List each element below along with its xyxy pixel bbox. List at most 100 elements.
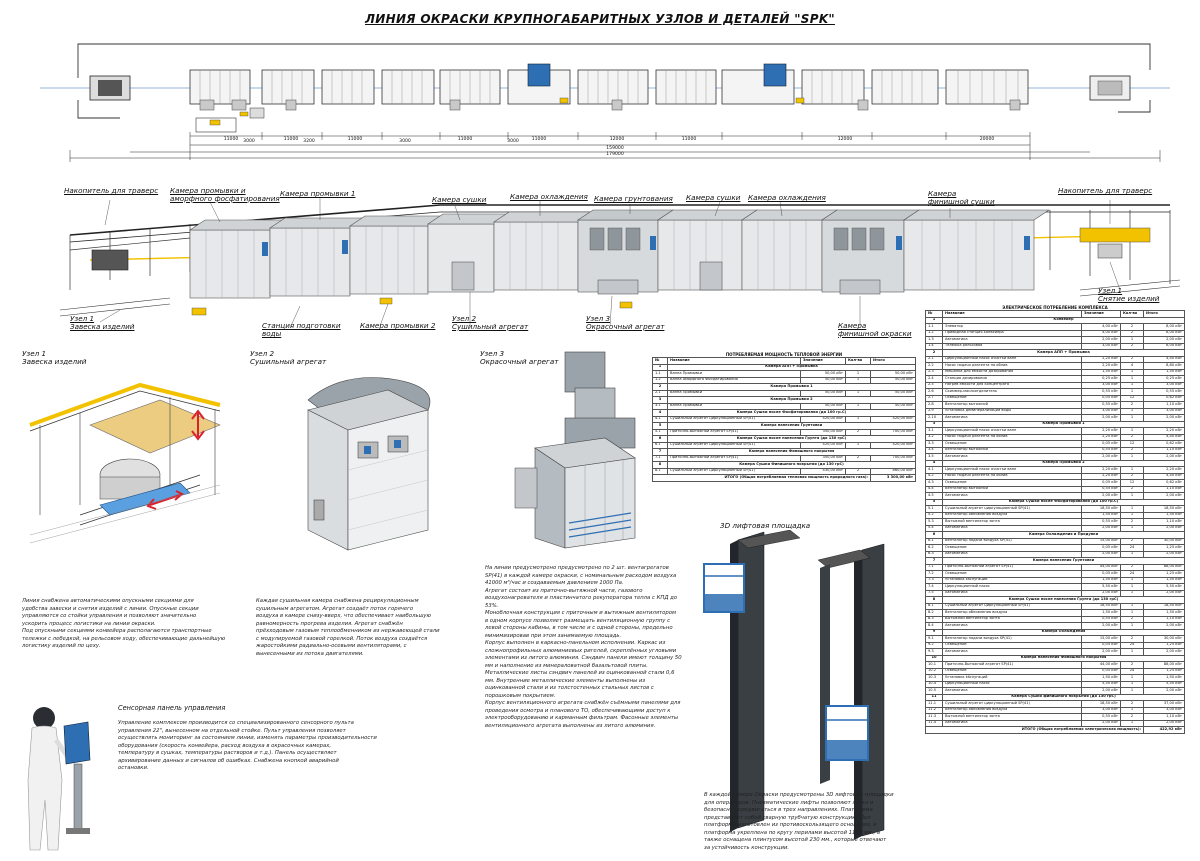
- text-lift: В каждой камере Окраски предусмотрены 3D…: [704, 792, 894, 851]
- label-kamera-finishnoy-okraski: Камера финишной окраски: [838, 321, 912, 338]
- power-cell: 1,50 кВт: [1143, 674, 1185, 682]
- text-uzel1: Линия снабжена автоматическими опускными…: [22, 598, 226, 650]
- power-cell: 1,10 кВт: [1143, 518, 1185, 526]
- detail-uzel1-drawing: [29, 382, 221, 544]
- detail-panel-title: Сенсорная панель управления: [118, 704, 226, 712]
- detail-uzel2-title: Узел 2 Сушильный агрегат: [250, 349, 327, 366]
- dim-label: 11000: [457, 137, 473, 142]
- power-table-block: ЭЛЕКТРИЧЕСКОЕ ПОТРЕБЛЕНИЕ КОМПЛЕКСА № На…: [925, 305, 1185, 734]
- dim-label: 3000: [399, 139, 411, 144]
- dim-label: 11000: [347, 137, 363, 142]
- power-cell: 1,50 кВт: [1143, 511, 1185, 519]
- dim-label: 12000: [837, 137, 853, 142]
- power-cell: 1,25 кВт: [1143, 667, 1185, 675]
- power-cell: 18,50 кВт: [1143, 602, 1185, 610]
- text-panel: Управление комплексом производится со сп…: [118, 720, 377, 772]
- power-cell: 1,50 кВт: [1143, 576, 1185, 584]
- isometric-line: [59, 198, 1181, 329]
- detail-uzel1-title: Узел 1 Завеска изделий: [22, 349, 87, 366]
- iso-right-storage: [1049, 210, 1171, 284]
- power-table-caption: ЭЛЕКТРИЧЕСКОЕ ПОТРЕБЛЕНИЕ КОМПЛЕКСА: [1002, 305, 1108, 310]
- plan-storage-left-unit: [98, 80, 122, 96]
- label-kamera-sushki-1: Камера сушки: [432, 195, 487, 204]
- power-cell: 2,00 кВт: [1143, 687, 1185, 695]
- dim-label: 11000: [283, 137, 299, 142]
- detail-uzel3-drawing: [514, 351, 636, 549]
- label-uzel2-sush: Узел 2 Сушильный агрегат: [452, 314, 529, 331]
- iso-blue-accents: [262, 236, 1030, 256]
- power-cell: 5,50 кВт: [1143, 583, 1185, 591]
- power-group-title: Камера нанесения Финишного покрытия: [942, 654, 1185, 662]
- detail-uzel3-title: Узел 3 Окрасочный агрегат: [480, 349, 559, 366]
- dim-label: 11000: [531, 137, 547, 142]
- plan-conveyor-loop: [77, 43, 1151, 78]
- power-group-title: Камера Охлаждения и Продувки: [942, 531, 1185, 539]
- power-cell: 2,00 кВт: [1143, 648, 1185, 656]
- power-cell: 88,00 кВт: [1143, 563, 1185, 571]
- label-kamera-finishnoy-sushki: Камера финишной сушки: [928, 189, 995, 206]
- power-cell: 2,00 кВт: [1143, 719, 1185, 727]
- label-kamera-promyvki-1: Камера промывки 1: [280, 189, 356, 198]
- plan-view: [40, 43, 1170, 162]
- iso-yellow-carts: [191, 297, 633, 316]
- power-total-value: 422,92 кВт: [1143, 726, 1185, 734]
- label-uzel1-snyatie: Узел 1 Снятие изделий: [1098, 286, 1160, 303]
- power-cell: 2,00 кВт: [1143, 524, 1185, 532]
- label-kamera-ohlazhdeniya-2: Камера охлаждения: [748, 193, 826, 202]
- power-cell: 1,25 кВт: [1143, 641, 1185, 649]
- label-stanciya: Станция подготовки воды: [262, 321, 341, 338]
- power-cell: 30,00 кВт: [1143, 635, 1185, 643]
- dim-label: 3000: [507, 139, 519, 144]
- dim-label: 11000: [681, 137, 697, 142]
- iso-right-traverse: [1079, 227, 1151, 243]
- power-cell: 2,00 кВт: [1143, 622, 1185, 630]
- power-cell: 1,10 кВт: [1143, 615, 1185, 623]
- power-cell: 1,50 кВт: [1143, 609, 1185, 617]
- thermal-total-value: 3 300,00 кВт: [870, 474, 916, 482]
- power-cell: 30,00 кВт: [1143, 537, 1185, 545]
- power-group-title: Камера Сушки после нанесения Грунта (до …: [942, 596, 1185, 604]
- plan-spray-unit-2: [763, 63, 787, 87]
- iso-conveyor-top: [69, 204, 1170, 236]
- dim-label: 20000: [979, 137, 995, 142]
- power-cell: 1,10 кВт: [1143, 713, 1185, 721]
- iso-floor-rails: [59, 279, 1181, 317]
- plan-booths: [189, 69, 1029, 105]
- power-cell: 88,00 кВт: [1143, 661, 1185, 669]
- dim-label: 11000: [223, 137, 239, 142]
- label-kamera-sushki-2: Камера сушки: [686, 193, 741, 202]
- dim-label: 12000: [609, 137, 625, 142]
- detail-lift-drawing: [703, 530, 885, 840]
- dim-label: 3200: [303, 139, 315, 144]
- power-cell: 2,00 кВт: [1143, 550, 1185, 558]
- power-total-label: ИТОГО (Общая потребляемая электрическая …: [925, 726, 1144, 734]
- operator-figure: [27, 707, 73, 851]
- power-cell: 37,00 кВт: [1143, 700, 1185, 708]
- label-nakopitel-right: Накопитель для траверс: [1058, 186, 1153, 195]
- iso-spray-grids: [589, 227, 885, 251]
